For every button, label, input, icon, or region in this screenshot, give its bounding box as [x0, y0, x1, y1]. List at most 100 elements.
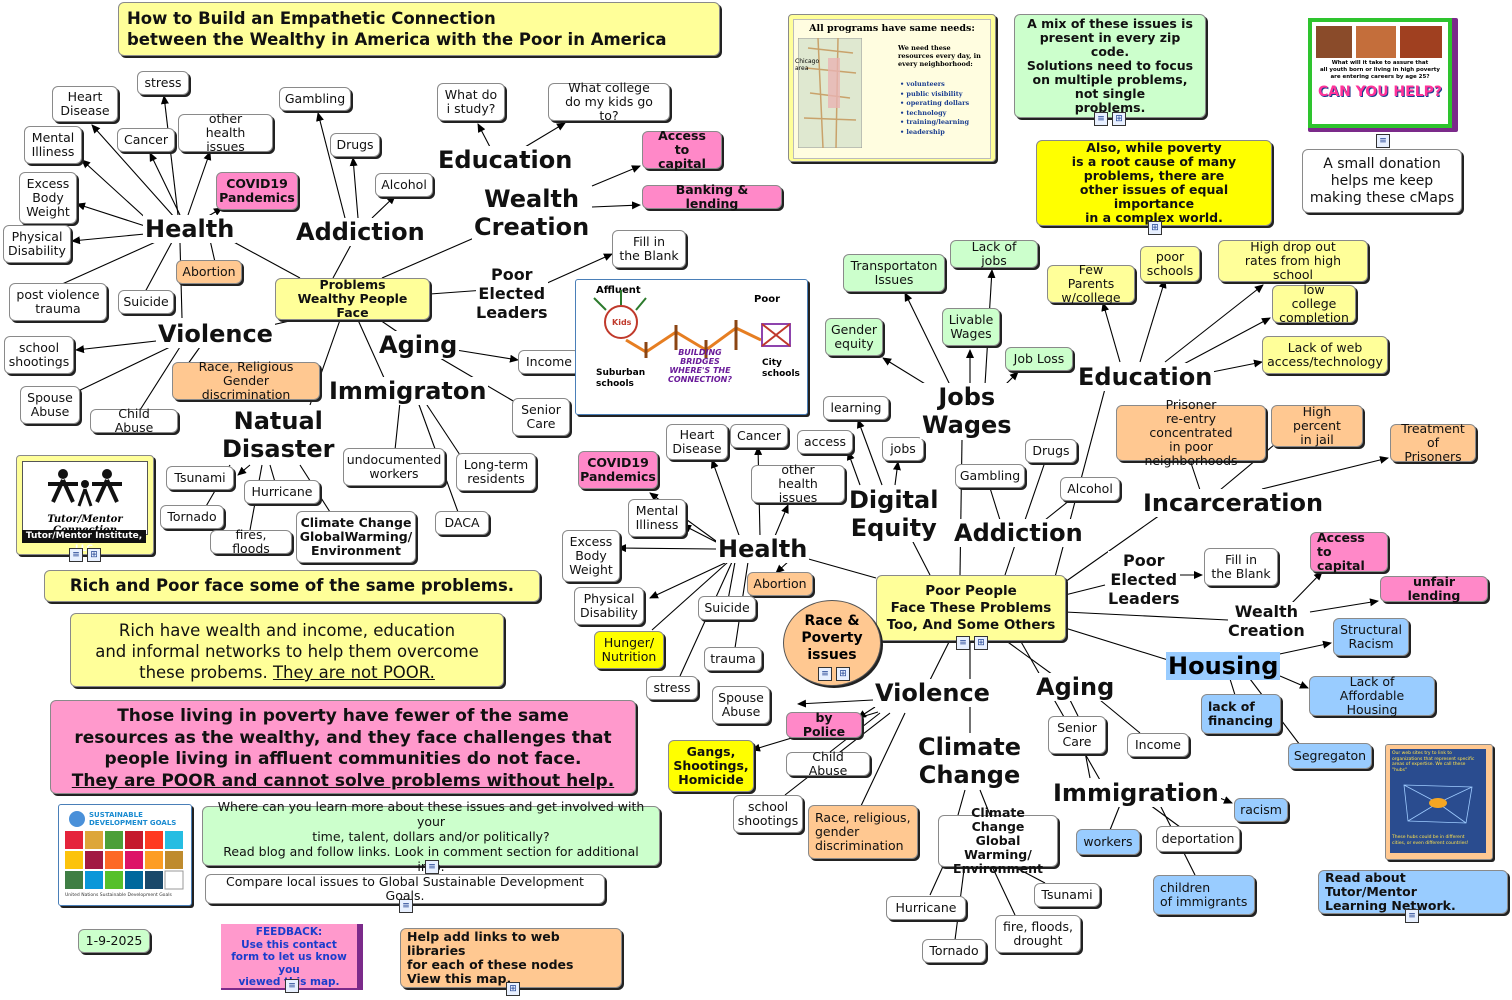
left-excess-weight-node[interactable]: Excess Body Weight [19, 172, 77, 224]
gender-equity-node[interactable]: Gender equity [825, 318, 883, 356]
document-icon[interactable]: ≡ [425, 860, 439, 874]
treatment-prisoners-node[interactable]: Treatment of Prisoners [1390, 422, 1476, 464]
right-addiction-hub[interactable]: Addiction [952, 519, 1085, 547]
document-icon[interactable]: ≡ [956, 636, 970, 650]
right-other-health-node[interactable]: other health issues [751, 463, 845, 505]
racism-node[interactable]: racism [1234, 798, 1288, 822]
lack-of-jobs-node[interactable]: Lack of jobs [950, 240, 1038, 268]
right-income-node[interactable]: Income [1127, 733, 1189, 757]
learn-more-note[interactable]: Where can you learn more about these iss… [202, 799, 660, 874]
concept-map-icon[interactable]: ⊞ [1112, 112, 1126, 126]
right-covid-node[interactable]: COVID19 Pandemics [578, 451, 658, 489]
left-suicide-node[interactable]: Suicide [118, 290, 174, 314]
left-access-capital-node[interactable]: Access to capital [642, 129, 722, 171]
logo-link-icons[interactable]: ≡⊞ [69, 548, 101, 562]
read-about-icons[interactable]: ≡ [1405, 909, 1419, 923]
right-wealth-hub[interactable]: Wealth Creation [1228, 602, 1305, 640]
climate-change-hub[interactable]: Climate Change [916, 733, 1024, 789]
left-climate-change-node[interactable]: Climate Change GlobalWarming/ Environmen… [296, 511, 416, 563]
jobs-wages-hub[interactable]: Jobs Wages [920, 383, 1014, 439]
programs-needs-image[interactable]: All programs have same needs: Chicago ar… [788, 14, 996, 162]
lack-financing-node[interactable]: lack of financing [1201, 694, 1281, 734]
unfair-lending-node[interactable]: unfair lending [1380, 575, 1488, 603]
workers-node[interactable]: workers [1076, 829, 1140, 855]
right-senior-care-node[interactable]: Senior Care [1048, 716, 1106, 754]
left-mental-illness-node[interactable]: Mental Illiness [24, 126, 82, 164]
hunger-nutrition-node[interactable]: Hunger/ Nutrition [594, 631, 664, 669]
left-alcohol-node[interactable]: Alcohol [375, 173, 433, 197]
hubs-diagram-image[interactable]: Our web sites try to link to organizatio… [1385, 744, 1493, 860]
drop-out-rates-node[interactable]: High drop out rates from high school [1218, 240, 1368, 282]
left-violence-hub[interactable]: Violence [156, 320, 275, 348]
high-percent-jail-node[interactable]: High percent in jail [1271, 405, 1363, 447]
right-tornado-node[interactable]: Tornado [922, 939, 986, 963]
right-heart-disease-node[interactable]: Heart Disease [666, 424, 728, 460]
structural-racism-node[interactable]: Structural Racism [1333, 618, 1409, 656]
read-about-network-note[interactable]: Read about Tutor/Mentor Learning Network… [1318, 870, 1508, 914]
left-immigration-hub[interactable]: Immigraton [327, 377, 489, 405]
rich-poor-same-note[interactable]: Rich and Poor face some of the same prob… [44, 570, 540, 602]
left-health-hub[interactable]: Health [143, 215, 237, 243]
left-hurricane-node[interactable]: Hurricane [244, 480, 320, 504]
left-heart-disease-node[interactable]: Heart Disease [52, 86, 118, 122]
right-physical-disability-node[interactable]: Physical Disability [574, 587, 644, 625]
few-parents-college-node[interactable]: Few Parents w/college [1047, 263, 1135, 305]
left-addiction-hub[interactable]: Addiction [294, 218, 427, 246]
feedback-icons[interactable]: ≡ [285, 979, 299, 993]
daca-node[interactable]: DACA [435, 511, 489, 535]
deportation-node[interactable]: deportation [1156, 826, 1240, 852]
right-school-shootings-node[interactable]: school shootings [733, 795, 803, 833]
right-child-abuse-node[interactable]: Child Abuse [786, 750, 870, 778]
left-tornado-node[interactable]: Tornado [160, 505, 224, 529]
concept-map-icon[interactable]: ⊞ [506, 982, 520, 996]
right-spouse-abuse-node[interactable]: Spouse Abuse [712, 686, 770, 724]
document-icon[interactable]: ≡ [1376, 134, 1390, 148]
left-wealth-hub[interactable]: Wealth Creation [472, 185, 592, 241]
document-icon[interactable]: ≡ [818, 667, 832, 681]
left-fires-floods-node[interactable]: fires, floods [210, 528, 292, 556]
left-child-abuse-node[interactable]: Child Abuse [90, 407, 178, 435]
right-cancer-node[interactable]: Cancer [730, 424, 788, 448]
right-abortion-node[interactable]: Abortion [747, 572, 813, 596]
housing-hub[interactable]: Housing [1166, 652, 1281, 680]
help-add-links-note[interactable]: Help add links to web libraries for each… [400, 928, 622, 988]
left-tsunami-node[interactable]: Tsunami [166, 466, 234, 490]
mix-note-icons[interactable]: ≡⊞ [1094, 112, 1126, 126]
right-health-hub[interactable]: Health [716, 535, 810, 563]
help-links-icons[interactable]: ⊞ [506, 982, 520, 996]
left-spouse-abuse-node[interactable]: Spouse Abuse [20, 386, 80, 424]
compare-icons[interactable]: ≡ [399, 899, 413, 913]
gangs-shootings-node[interactable]: Gangs, Shootings, Homicide [668, 740, 754, 792]
fire-floods-drought-node[interactable]: fire, floods, drought [995, 915, 1081, 953]
right-excess-weight-node[interactable]: Excess Body Weight [562, 530, 620, 582]
left-stress-node[interactable]: stress [137, 71, 189, 95]
right-discrimination-node[interactable]: Race, religious, gender discrimination [808, 805, 918, 859]
digital-jobs-node[interactable]: jobs [882, 437, 924, 461]
right-stress-node[interactable]: stress [646, 676, 698, 700]
left-income-node[interactable]: Income [518, 350, 580, 374]
access-node[interactable]: access [797, 430, 853, 454]
poster-icons[interactable]: ≡ [1376, 134, 1390, 148]
segregation-node[interactable]: Segregaton [1288, 743, 1372, 769]
what-to-study-node[interactable]: What do i study? [437, 83, 505, 121]
feedback-note[interactable]: FEEDBACK: Use this contact form to let u… [221, 924, 363, 990]
race-poverty-issues-node[interactable]: Race & Poverty issues [783, 600, 881, 686]
long-term-residents-node[interactable]: Long-term residents [456, 453, 536, 491]
document-icon[interactable]: ≡ [285, 979, 299, 993]
right-tsunami-node[interactable]: Tsunami [1034, 883, 1100, 907]
right-gambling-node[interactable]: Gambling [955, 464, 1025, 488]
right-hurricane-node[interactable]: Hurricane [886, 896, 966, 920]
sdg-image[interactable]: SUSTAINABLE DEVELOPMENT GOALS United Nat… [58, 804, 192, 906]
poverty-note[interactable]: Those living in poverty have fewer of th… [50, 700, 636, 794]
left-cancer-node[interactable]: Cancer [117, 128, 175, 152]
learning-node[interactable]: learning [823, 396, 889, 420]
left-gambling-node[interactable]: Gambling [279, 87, 351, 111]
right-elected-leaders-hub[interactable]: Poor Elected Leaders [1108, 551, 1180, 608]
right-drugs-node[interactable]: Drugs [1025, 439, 1077, 463]
wealthy-problems-node[interactable]: Problems Wealthy People Face [275, 278, 430, 320]
livable-wages-node[interactable]: Livable Wages [942, 308, 1000, 346]
by-police-node[interactable]: by Police [786, 711, 862, 739]
rich-have-note[interactable]: Rich have wealth and income, education a… [70, 613, 504, 687]
transportation-node[interactable]: Transportaton Issues [843, 254, 945, 292]
poor-schools-node[interactable]: poor schools [1140, 246, 1200, 282]
